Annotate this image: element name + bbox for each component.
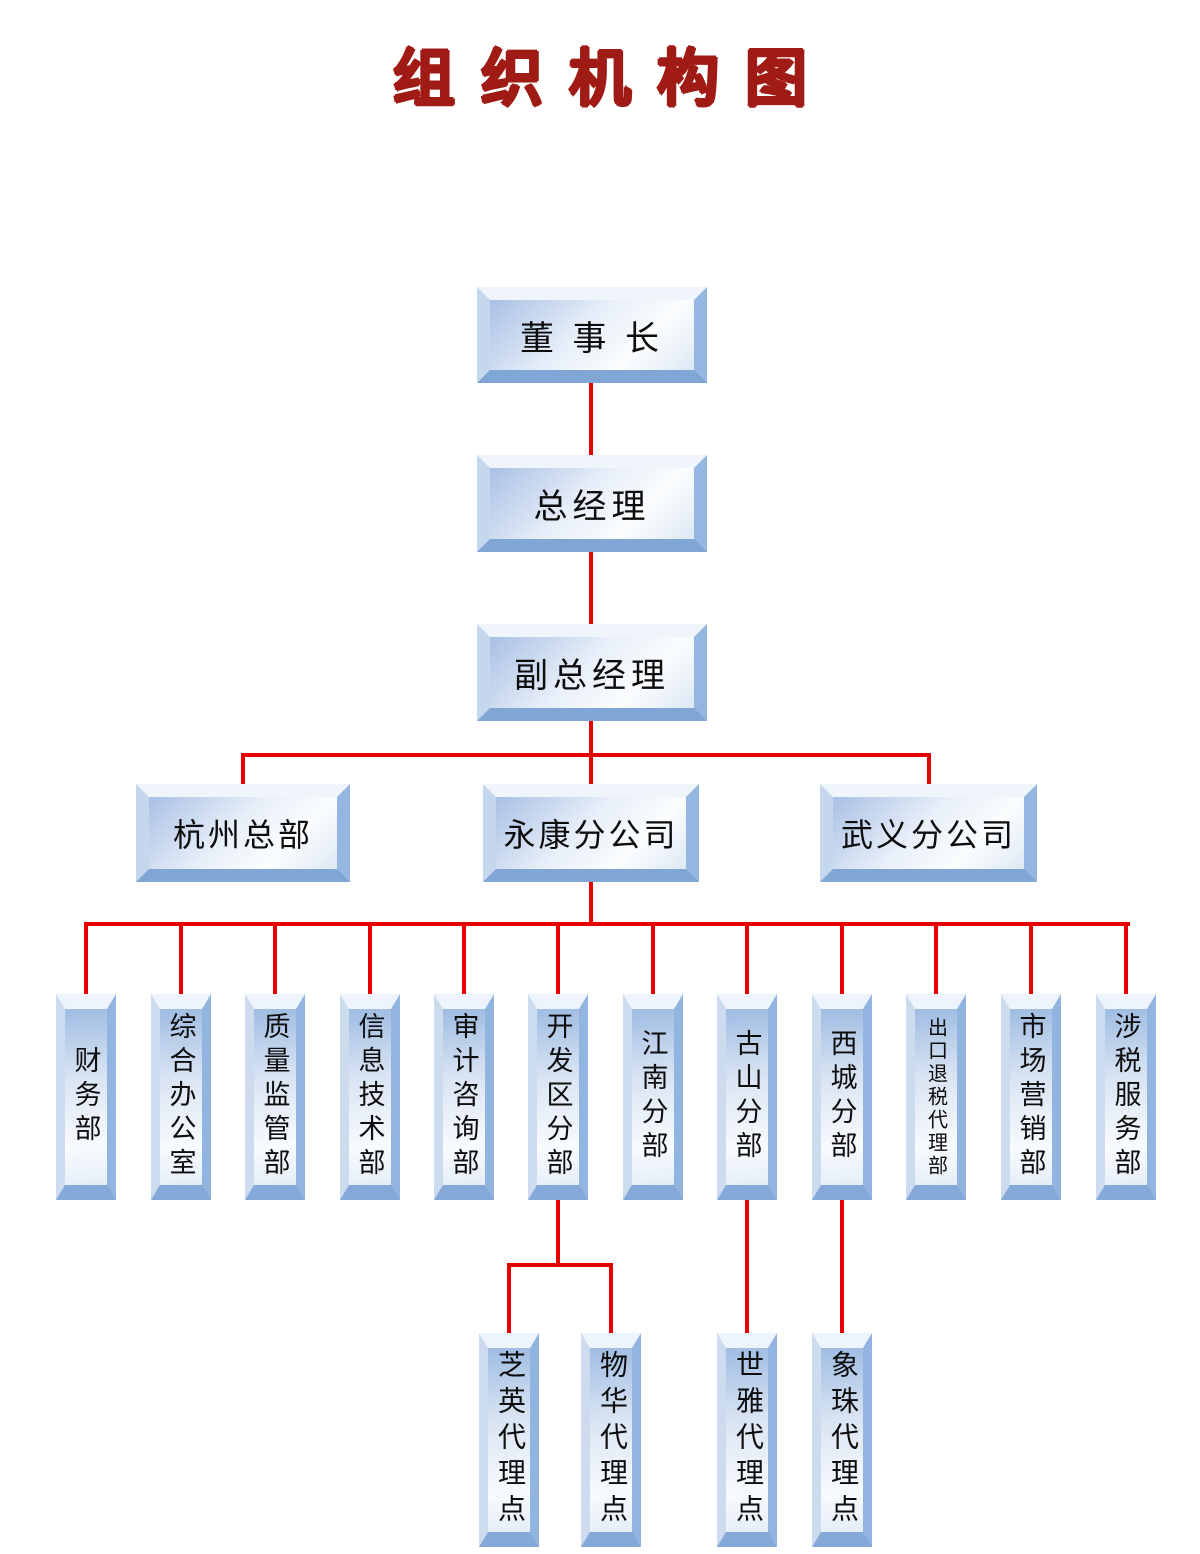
org-node-label: 世雅代理点 <box>732 1350 763 1530</box>
org-node-label: 西城分部 <box>826 1029 857 1165</box>
org-node-chairman: 董 事 长 <box>477 287 707 383</box>
org-node-label: 审计咨询部 <box>448 1012 479 1182</box>
connector-to-it-dept <box>368 922 372 994</box>
connector-to-zhiying-agency <box>507 1263 511 1333</box>
org-node-label: 涉税服务部 <box>1110 1012 1141 1182</box>
org-node-audit-consulting-dept: 审计咨询部 <box>434 994 494 1200</box>
org-node-label: 质量监管部 <box>259 1012 290 1182</box>
org-node-export-tax-rebate-agency-dept: 出口退税代理部 <box>906 994 966 1200</box>
org-node-label: 董 事 长 <box>520 320 664 358</box>
connector-chairman-gm <box>589 382 593 456</box>
org-node-label: 市场营销部 <box>1015 1012 1046 1182</box>
connector-agency-row-horizontal <box>507 1263 613 1267</box>
org-node-zhiying-agency: 芝英代理点 <box>479 1333 539 1547</box>
connector-to-general-office <box>179 922 183 994</box>
org-node-tax-service-dept: 涉税服务部 <box>1096 994 1156 1200</box>
org-node-label: 开发区分部 <box>542 1012 573 1182</box>
org-node-label: 象珠代理点 <box>827 1350 858 1530</box>
connector-to-audit-consulting-dept <box>462 922 466 994</box>
page-title: 组织机构图 <box>392 45 833 114</box>
org-node-shiya-agency: 世雅代理点 <box>717 1333 777 1547</box>
org-node-yongkang-branch: 永康分公司 <box>483 784 699 882</box>
org-node-jiangnan-branch: 江南分部 <box>623 994 683 1200</box>
org-node-general-manager: 总经理 <box>477 455 707 552</box>
org-node-label: 永康分公司 <box>503 817 679 853</box>
org-node-information-technology-dept: 信息技术部 <box>340 994 400 1200</box>
org-node-wuyi-branch: 武义分公司 <box>820 784 1037 882</box>
org-node-label: 古山分部 <box>731 1029 762 1165</box>
org-node-quality-supervision-dept: 质量监管部 <box>245 994 305 1200</box>
org-node-label: 杭州总部 <box>172 817 313 853</box>
org-node-label: 物华代理点 <box>596 1350 627 1530</box>
org-node-gushan-branch: 古山分部 <box>717 994 777 1200</box>
org-node-general-office: 综合办公室 <box>151 994 211 1200</box>
org-node-finance-dept: 财务部 <box>56 994 116 1200</box>
connector-to-tax-service-dept <box>1124 922 1128 994</box>
connector-to-wuyi <box>927 753 931 784</box>
connector-gm-dgm <box>589 551 593 625</box>
org-node-label: 总经理 <box>533 489 651 526</box>
connector-gushan-shiya <box>745 1200 749 1333</box>
connector-branch-row-horizontal <box>241 753 931 757</box>
org-node-development-zone-branch: 开发区分部 <box>528 994 588 1200</box>
org-node-xiangzhu-agency: 象珠代理点 <box>812 1333 872 1547</box>
org-node-label: 出口退税代理部 <box>924 1016 947 1178</box>
org-node-label: 芝英代理点 <box>494 1350 525 1530</box>
connector-to-wuhua-agency <box>609 1263 613 1333</box>
connector-to-gushan-branch <box>745 922 749 994</box>
org-node-label: 武义分公司 <box>840 817 1016 853</box>
connector-to-quality-supervision-dept <box>273 922 277 994</box>
org-node-label: 财务部 <box>70 1046 101 1148</box>
connector-dgm-down <box>589 720 593 784</box>
connector-to-finance-dept <box>84 922 88 994</box>
connector-to-hangzhou <box>241 753 245 784</box>
org-node-wuhua-agency: 物华代理点 <box>581 1333 641 1547</box>
org-node-hangzhou-hq: 杭州总部 <box>136 784 350 882</box>
connector-to-jiangnan-branch <box>651 922 655 994</box>
connector-to-export-tax-rebate-dept <box>934 922 938 994</box>
org-node-label: 江南分部 <box>637 1029 668 1165</box>
connector-dept-row-horizontal <box>84 922 1130 926</box>
connector-to-xicheng-branch <box>840 922 844 994</box>
connector-to-marketing-dept <box>1029 922 1033 994</box>
org-node-label: 副总经理 <box>514 658 670 695</box>
org-node-marketing-dept: 市场营销部 <box>1001 994 1061 1200</box>
connector-development-zone-down <box>556 1200 560 1267</box>
connector-to-development-zone-branch <box>556 922 560 994</box>
connector-yongkang-down <box>589 881 593 926</box>
connector-xicheng-xiangzhu <box>840 1200 844 1333</box>
org-node-label: 信息技术部 <box>354 1012 385 1182</box>
org-node-deputy-general-manager: 副总经理 <box>477 624 707 721</box>
org-node-label: 综合办公室 <box>165 1012 196 1182</box>
org-node-xicheng-branch: 西城分部 <box>812 994 872 1200</box>
